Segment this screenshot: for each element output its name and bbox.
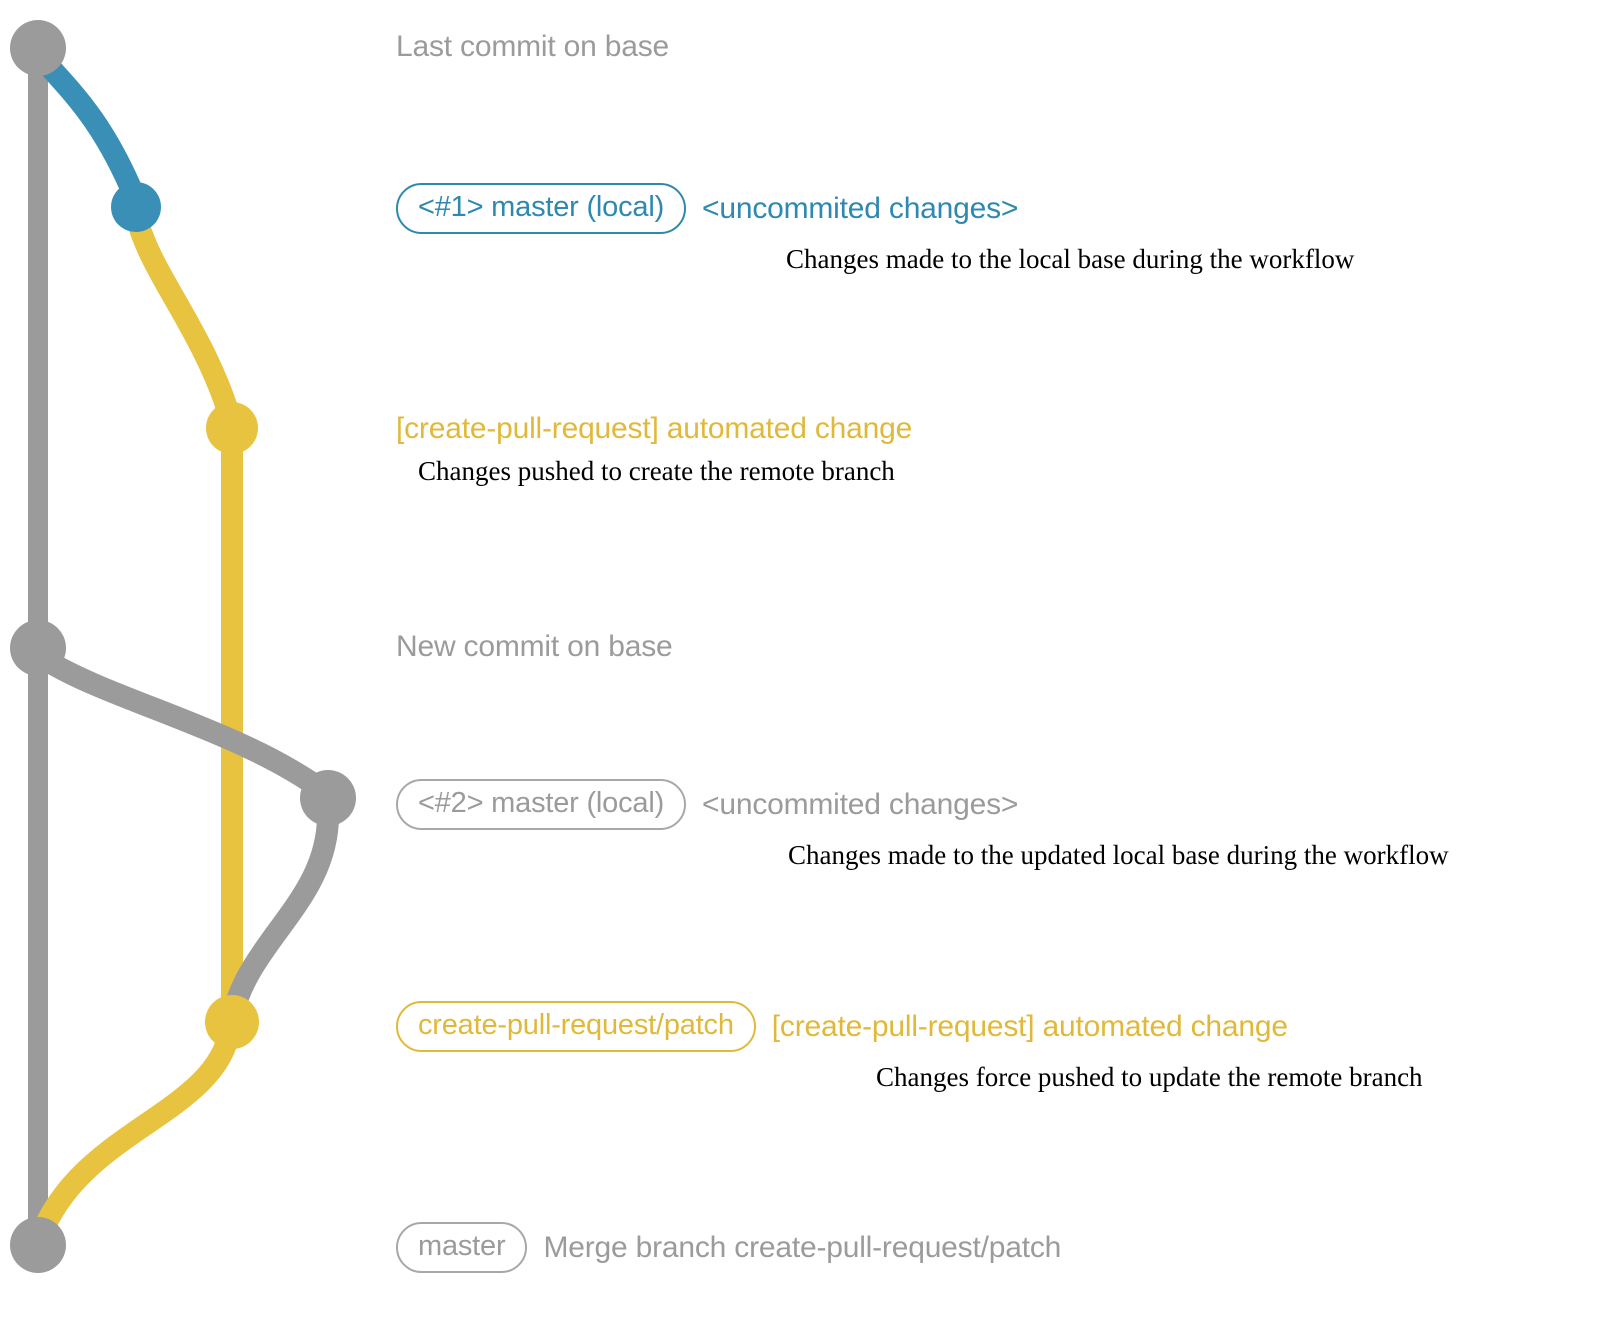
node-patch-updated-commit[interactable] xyxy=(205,995,259,1049)
commit-message-local-master-1: <uncommited changes> xyxy=(702,191,1019,225)
commit-row-base-new: New commit on base xyxy=(396,630,673,664)
branch-badge-local-master-2[interactable]: <#2> master (local) xyxy=(396,779,687,830)
git-graph-lanes xyxy=(10,20,356,1273)
updated-local-branch-line xyxy=(35,649,333,801)
commit-row-local-master-1: <#1> master (local) <uncommited changes>… xyxy=(396,183,1354,275)
branch-badge-master[interactable]: master xyxy=(396,1222,528,1273)
local-branch-blue-line xyxy=(34,51,147,211)
commit-message-patch-updated: [create-pull-request] automated change xyxy=(771,1009,1288,1043)
commit-message-local-master-2: <uncommited changes> xyxy=(702,787,1019,821)
commit-row-base-head: Last commit on base xyxy=(396,30,669,64)
patch-branch-create-line xyxy=(125,204,243,435)
commit-row-local-master-2: <#2> master (local) <uncommited changes>… xyxy=(396,779,1449,871)
commit-message-patch-created: [create-pull-request] automated change xyxy=(396,412,913,445)
node-patch-created-commit[interactable] xyxy=(206,402,258,454)
commit-message-base-head: Last commit on base xyxy=(396,30,669,63)
merge-into-master-line xyxy=(29,1019,241,1249)
commit-message-merge: Merge branch create-pull-request/patch xyxy=(543,1230,1062,1264)
node-base-head-commit[interactable] xyxy=(10,20,66,76)
commit-row-patch-updated: create-pull-request/patch [create-pull-r… xyxy=(396,1001,1423,1093)
commit-row-merge: master Merge branch create-pull-request/… xyxy=(396,1222,1061,1273)
node-base-new-commit[interactable] xyxy=(10,620,66,676)
node-local-master-1-commit[interactable] xyxy=(111,182,161,232)
branch-badge-create-pull-request-patch[interactable]: create-pull-request/patch xyxy=(396,1001,756,1052)
force-push-line xyxy=(221,801,340,1029)
commit-row-patch-created: [create-pull-request] automated change C… xyxy=(396,412,912,487)
node-local-master-2-commit[interactable] xyxy=(300,770,356,826)
commit-caption-patch-created: Changes pushed to create the remote bran… xyxy=(418,456,895,486)
commit-caption-local-master-2: Changes made to the updated local base d… xyxy=(788,840,1449,870)
branch-badge-local-master-1[interactable]: <#1> master (local) xyxy=(396,183,687,234)
commit-message-base-new: New commit on base xyxy=(396,630,673,663)
commit-caption-local-master-1: Changes made to the local base during th… xyxy=(786,244,1355,274)
node-merge-commit[interactable] xyxy=(10,1217,66,1273)
commit-caption-patch-updated: Changes force pushed to update the remot… xyxy=(876,1062,1423,1092)
